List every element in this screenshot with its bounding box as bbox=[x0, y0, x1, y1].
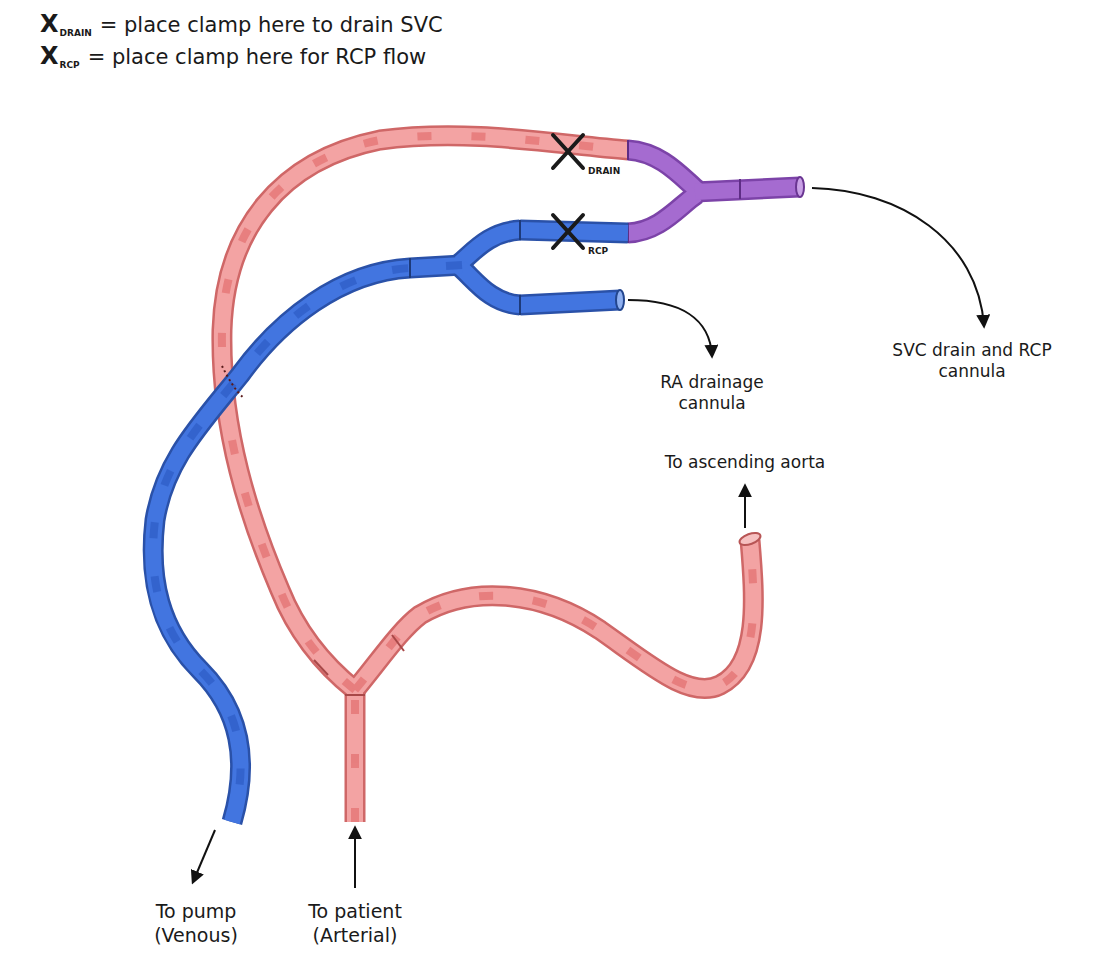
clamp-subscript: DRAIN bbox=[60, 28, 92, 38]
clamp-label: DRAIN bbox=[588, 166, 648, 177]
line-destination-label: To pump (Venous) bbox=[141, 900, 251, 948]
clamp-subscript: RCP bbox=[60, 60, 80, 70]
clamp-symbol: X bbox=[40, 10, 59, 38]
clamp-key-line: XRCP = place clamp here for RCP flow bbox=[40, 42, 426, 70]
arterial-tubing bbox=[222, 136, 762, 822]
line-destination-label: To ascending aorta bbox=[635, 452, 855, 473]
clamp-key-line: XDRAIN = place clamp here to drain SVC bbox=[40, 10, 443, 38]
leader-arrows bbox=[193, 188, 984, 888]
clamp-symbol: X bbox=[40, 42, 59, 70]
clamp-label: RCP bbox=[588, 246, 648, 257]
clamp-key-text: = place clamp here to drain SVC bbox=[100, 13, 443, 37]
svc-rcp-y-connector bbox=[628, 140, 804, 243]
cannula-label: SVC drain and RCP cannula bbox=[872, 340, 1072, 383]
clamp-marks bbox=[553, 135, 583, 248]
cannula-label: RA drainage cannula bbox=[637, 372, 787, 415]
venous-tubing bbox=[153, 220, 628, 822]
line-destination-label: To patient (Arterial) bbox=[285, 900, 425, 948]
clamp-key-text: = place clamp here for RCP flow bbox=[88, 45, 427, 69]
